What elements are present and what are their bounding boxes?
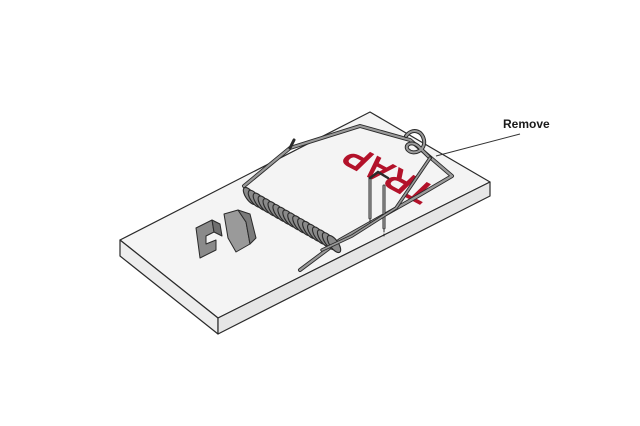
- holding-bar-hook: [320, 129, 432, 252]
- bait-catch-icon: [195, 209, 257, 259]
- callout-leader-line: [435, 133, 521, 157]
- remove-callout: Remove: [435, 117, 550, 157]
- trap-board: [119, 111, 491, 335]
- board-side-face: [217, 181, 491, 335]
- coil-spring-icon: [242, 186, 342, 254]
- wire-staples: [368, 170, 390, 237]
- callout-label: Remove: [503, 117, 550, 131]
